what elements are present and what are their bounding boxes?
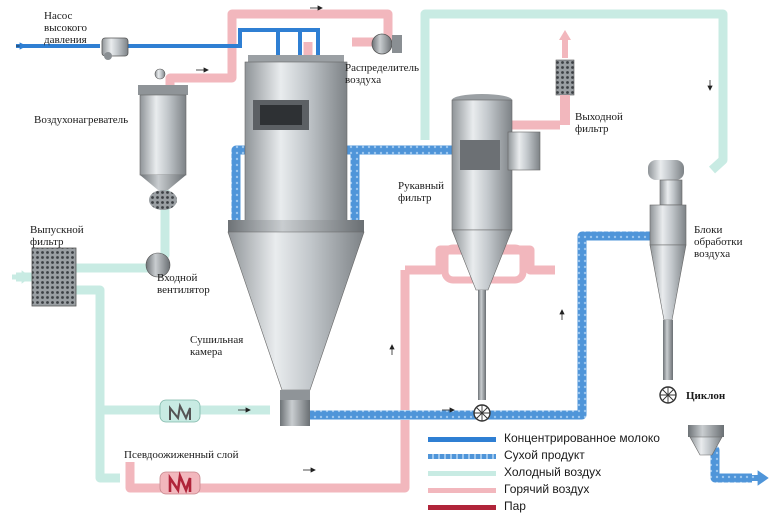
legend-label-hot-air: Горячий воздух (504, 482, 590, 496)
pump-label: Насос высокого давления (44, 10, 87, 46)
air-heater-label: Воздухонагреватель (34, 114, 129, 126)
legend-label-concentrated-milk: Концентрированное молоко (504, 431, 660, 445)
high-pressure-pump (101, 37, 129, 60)
legend-label-cold-air: Холодный воздух (504, 465, 602, 479)
drying-chamber (227, 55, 365, 426)
legend-line-hot-air (428, 488, 496, 493)
air-distributor-fan (371, 33, 402, 55)
inlet-fan-label: Входной вентилятор (157, 272, 210, 296)
fluid-bed-cold-exchanger (159, 399, 201, 423)
legend-line-dry-product (428, 454, 496, 459)
legend-label-dry-product: Сухой продукт (504, 448, 585, 462)
cyclone-label: Циклон (686, 390, 726, 402)
inlet-fan (145, 252, 171, 278)
air-treatment-label: Блоки обработки воздуха (694, 224, 743, 260)
outlet-filter (555, 30, 575, 125)
legend-line-steam (428, 505, 496, 510)
fluid-bed-label: Псевдоожиженный слой (124, 449, 239, 461)
concentrated-milk-pipes (16, 28, 320, 58)
cyclone (648, 160, 724, 456)
legend-label-steam: Пар (504, 499, 526, 513)
air-heater (138, 68, 188, 210)
legend-line-concentrated-milk (428, 437, 496, 442)
fluid-bed-steam-exchanger (159, 471, 201, 495)
bag-filter-label: Рукавный фильтр (398, 180, 445, 204)
drying-chamber-label: Сушильная камера (190, 334, 244, 358)
exhaust-filter (31, 247, 77, 307)
air-distributor-label: Распределитель воздуха (345, 62, 420, 86)
bag-filter (451, 94, 541, 422)
exhaust-filter-label: Выпускной фильтр (30, 224, 84, 248)
flow-arrows (12, 5, 769, 486)
legend-line-cold-air (428, 471, 496, 476)
outlet-filter-label: Выходной фильтр (575, 111, 623, 135)
